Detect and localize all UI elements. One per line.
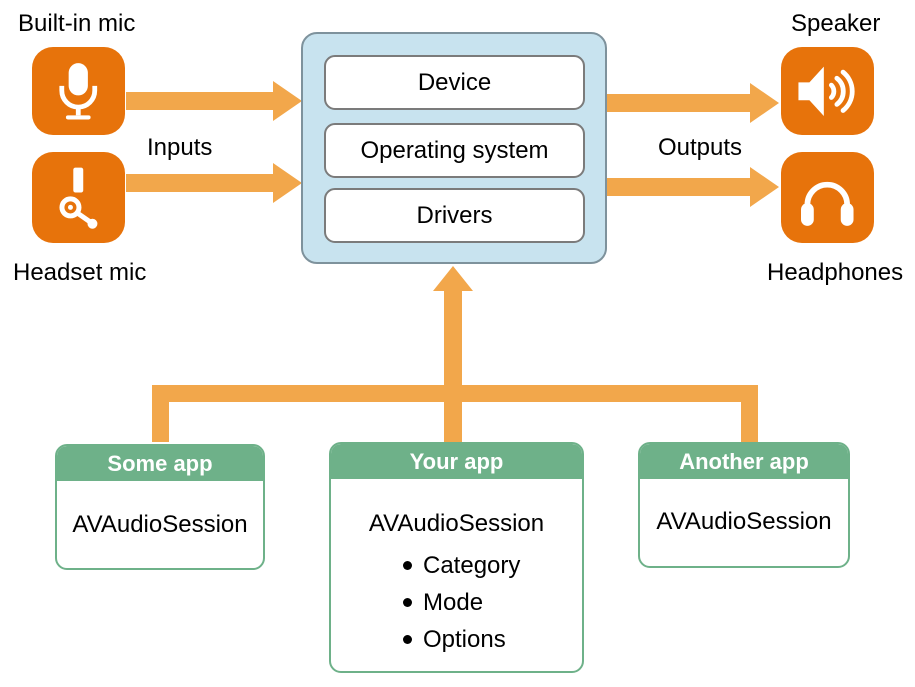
- list-item: Options: [331, 621, 582, 658]
- built-in-mic-label: Built-in mic: [18, 10, 136, 37]
- outputs-label: Outputs: [658, 134, 743, 161]
- session-properties-list: Category Mode Options: [331, 547, 582, 658]
- apps-connector-left-stub: [152, 385, 169, 442]
- app-title: Another app: [640, 444, 848, 479]
- bullet-label: Mode: [423, 588, 484, 616]
- output-arrow-bottom: [607, 167, 779, 207]
- app-title: Your app: [331, 444, 582, 479]
- app-session-label: AVAudioSession: [656, 507, 832, 535]
- app-session-label: AVAudioSession: [72, 510, 248, 538]
- bullet-dot-icon: [403, 635, 412, 644]
- input-arrow-bottom: [126, 163, 302, 203]
- layer-operating-system: Operating system: [324, 123, 585, 178]
- headphones-label: Headphones: [767, 259, 904, 286]
- inputs-label: Inputs: [147, 134, 213, 161]
- headset-mic-label: Headset mic: [13, 259, 147, 286]
- input-arrow-top: [126, 81, 302, 121]
- headphones-icon: [781, 152, 874, 243]
- app-card-some-app: Some app AVAudioSession: [55, 444, 265, 570]
- layer-drivers: Drivers: [324, 188, 585, 243]
- app-title: Some app: [57, 446, 263, 481]
- speaker-label: Speaker: [791, 10, 881, 37]
- headset-mic-icon: [32, 152, 125, 243]
- output-arrow-top: [607, 83, 779, 123]
- system-stack-box: Device Operating system Drivers: [301, 32, 607, 264]
- apps-connector-bar: [152, 385, 758, 402]
- bullet-dot-icon: [403, 561, 412, 570]
- microphone-icon: [32, 47, 125, 135]
- bullet-label: Category: [423, 551, 521, 579]
- speaker-waves-icon: [781, 47, 874, 135]
- apps-up-arrow: [433, 266, 473, 442]
- bullet-dot-icon: [403, 598, 412, 607]
- layer-device: Device: [324, 55, 585, 110]
- list-item: Mode: [331, 584, 582, 621]
- apps-connector-right-stub: [741, 385, 758, 442]
- app-session-label: AVAudioSession: [368, 510, 545, 537]
- app-card-your-app: Your app AVAudioSession Category Mode Op…: [329, 442, 584, 673]
- list-item: Category: [331, 547, 582, 584]
- bullet-label: Options: [423, 625, 506, 653]
- app-card-another-app: Another app AVAudioSession: [638, 442, 850, 568]
